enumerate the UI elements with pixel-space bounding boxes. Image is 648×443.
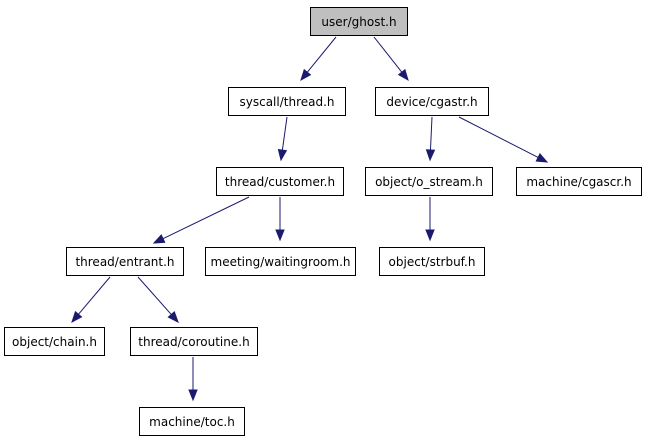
node-label: machine/toc.h <box>149 414 235 429</box>
arrowhead-customer-to-waitingroom <box>275 229 285 242</box>
arrowhead-cgastr-to-ostream <box>425 149 436 162</box>
node-thread-coroutine-h[interactable]: thread/coroutine.h <box>130 327 258 356</box>
edge-customer-to-entrant <box>162 196 250 240</box>
node-meeting-waitingroom-h[interactable]: meeting/waitingroom.h <box>205 247 356 276</box>
node-label: syscall/thread.h <box>239 94 335 109</box>
node-object-chain-h[interactable]: object/chain.h <box>4 327 105 356</box>
edge-cgastr-to-ostream <box>429 116 433 151</box>
edge-cgastr-to-cgascr <box>458 116 539 158</box>
node-thread-entrant-h[interactable]: thread/entrant.h <box>66 247 184 276</box>
arrowhead-ostream-to-strbuf <box>425 229 435 242</box>
edge-ghost-to-thread <box>306 36 337 73</box>
node-label: machine/cgascr.h <box>526 174 632 189</box>
node-label: thread/coroutine.h <box>138 334 250 349</box>
node-label: device/cgastr.h <box>386 94 478 109</box>
node-object-o-stream-h[interactable]: object/o_stream.h <box>365 167 493 196</box>
node-label: thread/entrant.h <box>75 254 175 269</box>
arrowhead-ghost-to-thread <box>300 68 312 82</box>
node-device-cgastr-h[interactable]: device/cgastr.h <box>375 87 489 116</box>
node-object-strbuf-h[interactable]: object/strbuf.h <box>379 247 485 276</box>
node-syscall-thread-h[interactable]: syscall/thread.h <box>228 87 346 116</box>
edge-entrant-to-chain <box>78 276 111 315</box>
arrowhead-cgastr-to-cgascr <box>535 153 549 163</box>
edge-ghost-to-cgastr <box>373 36 403 73</box>
node-user-ghost-h: user/ghost.h <box>310 7 408 36</box>
node-label: meeting/waitingroom.h <box>210 254 351 269</box>
arrowhead-coroutine-to-toc <box>188 389 198 402</box>
node-label: object/chain.h <box>12 334 97 349</box>
node-label: object/strbuf.h <box>388 254 476 269</box>
edge-thread-to-customer <box>281 116 288 151</box>
arrowhead-entrant-to-chain <box>71 310 83 324</box>
arrowhead-ghost-to-cgastr <box>397 68 409 82</box>
node-thread-customer-h[interactable]: thread/customer.h <box>216 167 344 196</box>
node-label: object/o_stream.h <box>375 174 483 189</box>
node-machine-cgascr-h[interactable]: machine/cgascr.h <box>516 167 642 196</box>
node-machine-toc-h[interactable]: machine/toc.h <box>139 407 245 436</box>
node-label: thread/customer.h <box>224 174 336 189</box>
arrowhead-customer-to-entrant <box>152 234 166 244</box>
node-label: user/ghost.h <box>321 14 397 29</box>
arrowhead-entrant-to-coroutine <box>167 311 179 324</box>
arrowhead-thread-to-customer <box>277 148 288 162</box>
edge-entrant-to-coroutine <box>137 276 172 315</box>
